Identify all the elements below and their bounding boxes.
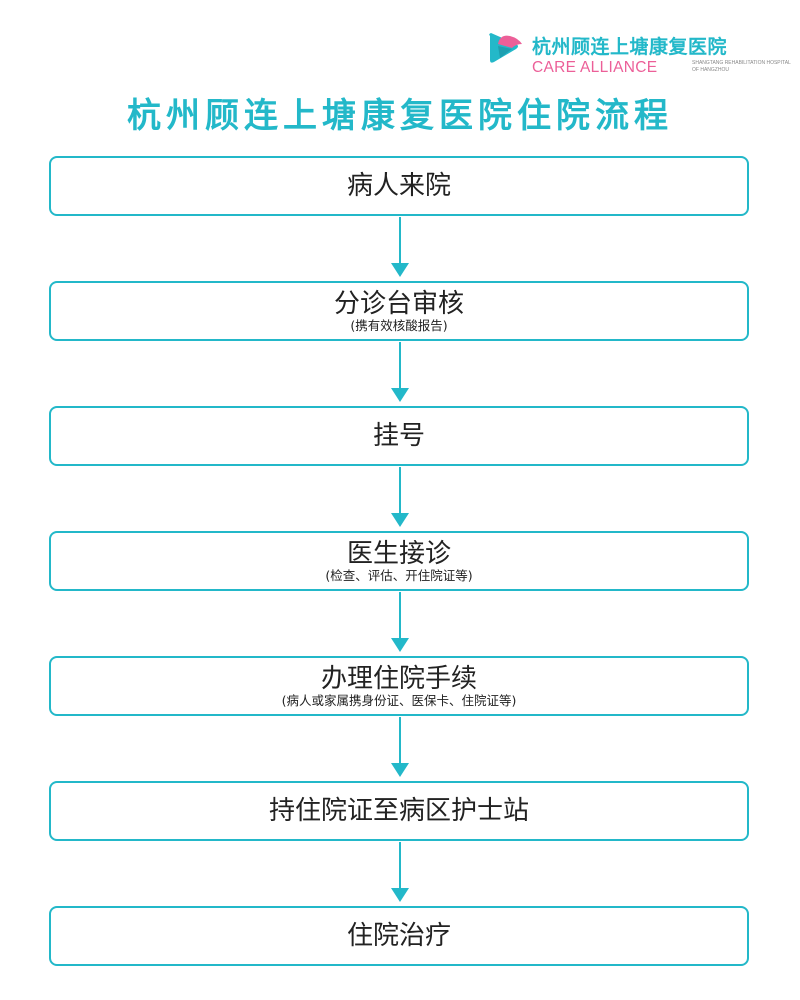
step-admission-procedures: 办理住院手续 (病人或家属携身份证、医保卡、住院证等) — [49, 656, 749, 716]
step-registration: 挂号 — [49, 406, 749, 466]
flow-arrow-5 — [391, 717, 409, 777]
hospital-logo: 杭州顾连上塘康复医院 CARE ALLIANCE SHANGTANG REHAB… — [486, 24, 791, 80]
flow-arrow-4 — [391, 592, 409, 652]
logo-name-en: CARE ALLIANCE — [532, 59, 658, 76]
page-title: 杭州顾连上塘康复医院住院流程 — [127, 96, 673, 136]
logo-name-cn: 杭州顾连上塘康复医院 — [532, 36, 728, 58]
flow-arrow-6 — [391, 842, 409, 902]
step-patient-arrival: 病人来院 — [49, 156, 749, 216]
step-doctor-consult: 医生接诊 (检查、评估、开住院证等) — [49, 531, 749, 591]
flow-arrow-2 — [391, 342, 409, 402]
flow-arrow-3 — [391, 467, 409, 527]
step-label: 办理住院手续 — [320, 664, 477, 694]
step-label: 分诊台审核 — [333, 289, 464, 319]
step-label: 病人来院 — [346, 171, 451, 201]
step-label: 住院治疗 — [346, 921, 451, 951]
step-label: 持住院证至病区护士站 — [268, 796, 529, 826]
step-label: 挂号 — [372, 421, 425, 451]
step-ward-nurse-station: 持住院证至病区护士站 — [49, 781, 749, 841]
step-triage-review: 分诊台审核 (携有效核酸报告) — [49, 281, 749, 341]
logo-name-sub: SHANGTANG REHABILITATION HOSPITAL OF HAN… — [692, 60, 791, 73]
step-label: 医生接诊 — [346, 539, 451, 569]
flow-arrow-1 — [391, 217, 409, 277]
care-alliance-logo-icon — [489, 33, 522, 63]
step-inpatient-treatment: 住院治疗 — [49, 906, 749, 966]
step-note: (病人或家属携身份证、医保卡、住院证等) — [281, 693, 517, 708]
step-note: (检查、评估、开住院证等) — [325, 568, 473, 583]
step-note: (携有效核酸报告) — [350, 318, 448, 333]
